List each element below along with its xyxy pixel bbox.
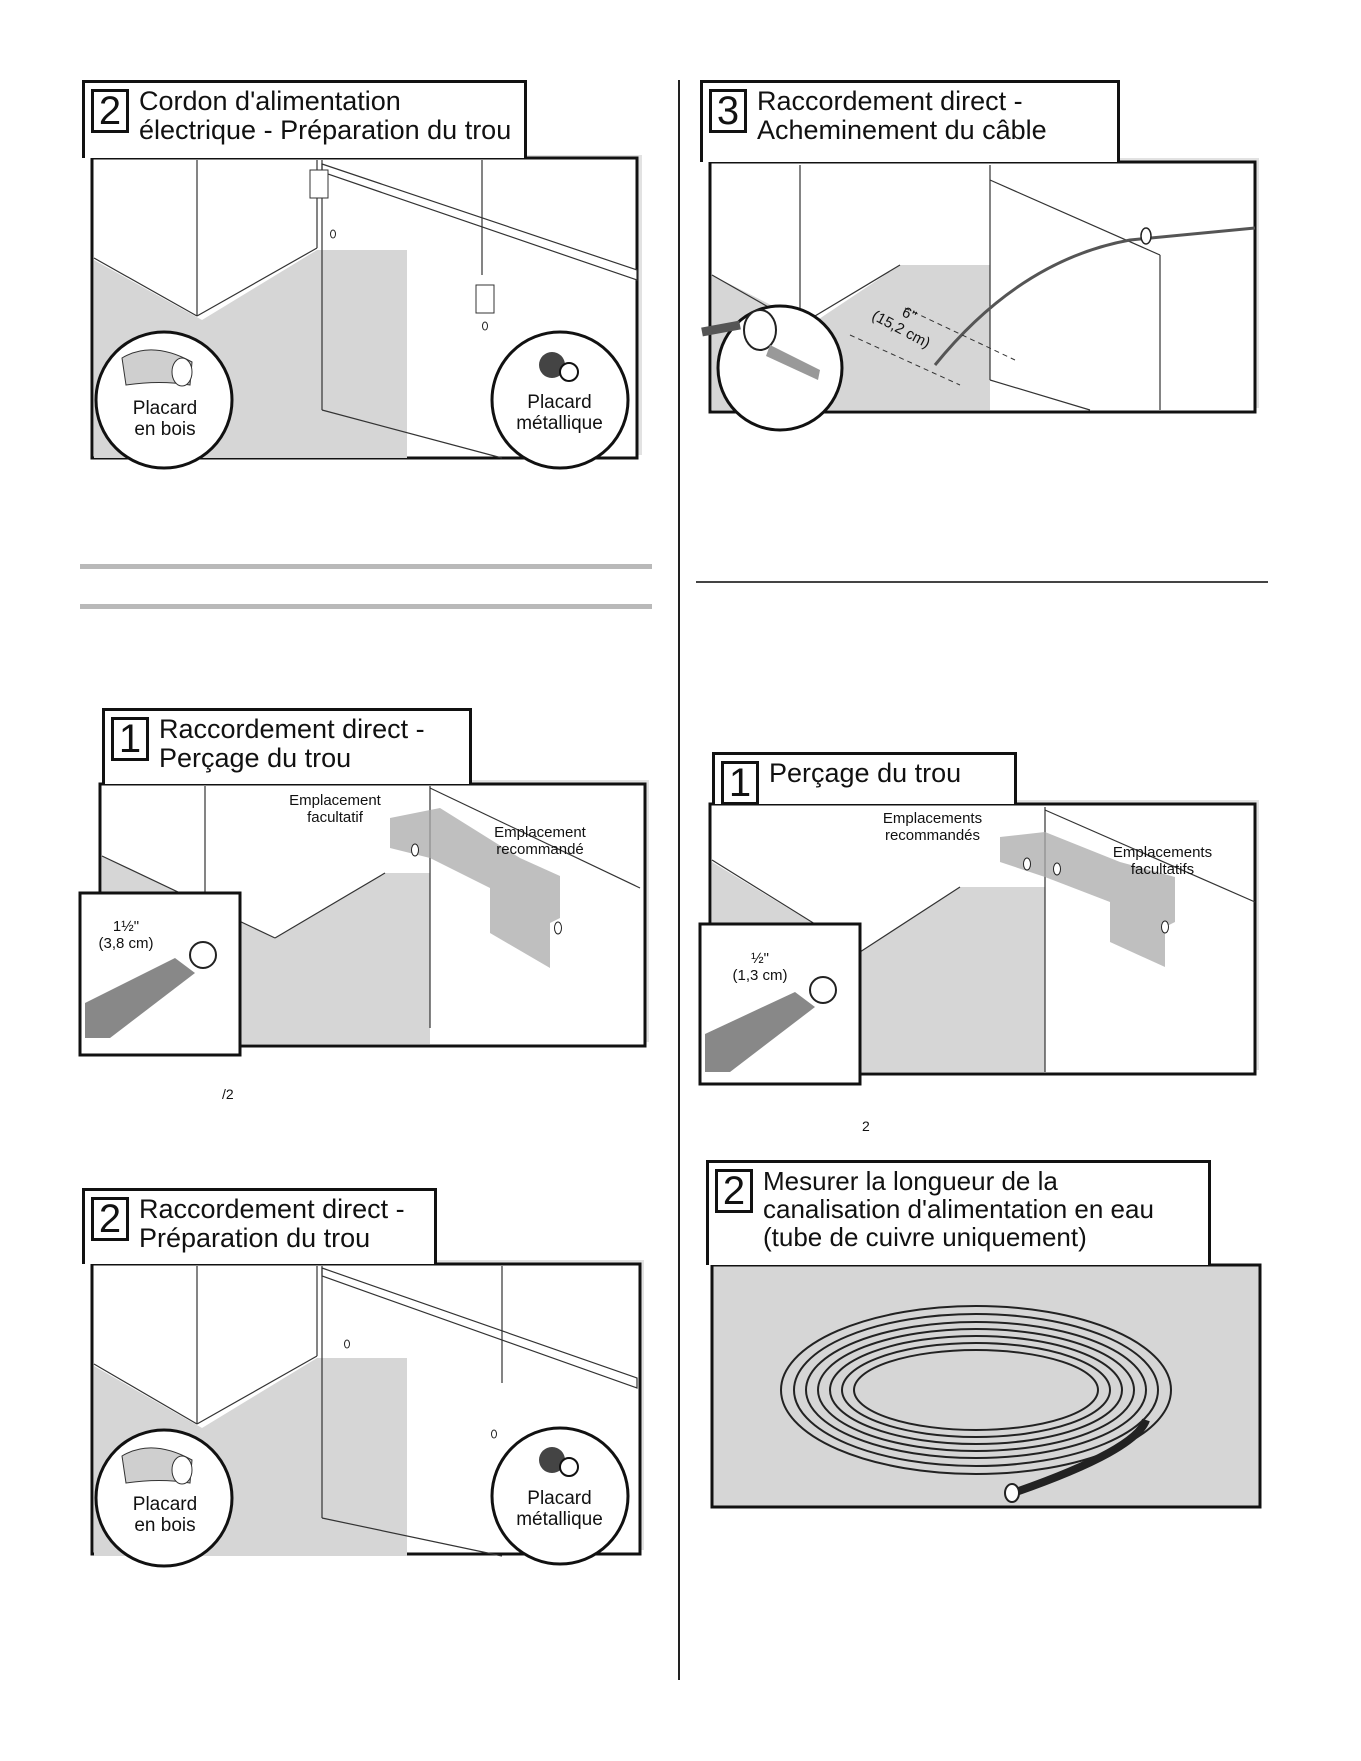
illustration-cable: [701, 158, 1259, 432]
panel-direct-prep-hole: 2 Raccordement direct - Préparation du t…: [82, 1188, 652, 1568]
illustration-cabinets: [90, 155, 642, 470]
step-number: 3: [709, 89, 747, 133]
panel-header: 3 Raccordement direct - Acheminement du …: [700, 80, 1120, 162]
step-number: 1: [721, 761, 759, 805]
panel-title: Cordon d'alimentation électrique - Prépa…: [139, 86, 512, 145]
step-number: 1: [111, 717, 149, 761]
label-metal-cabinet: Placard métallique: [516, 1488, 603, 1530]
panel-header: 1 Perçage du trou: [712, 752, 1017, 805]
step-number: 2: [715, 1169, 753, 1213]
panel-header: 1 Raccordement direct - Perçage du trou: [102, 708, 472, 784]
step-number: 2: [91, 1197, 129, 1241]
drill-bit-size: ½" (1,3 cm): [732, 950, 788, 984]
panel-header: 2 Raccordement direct - Préparation du t…: [82, 1188, 437, 1264]
label-wood-cabinet: Placard en bois: [132, 1494, 198, 1536]
illustration-drill-small: [698, 800, 1259, 1086]
step-number: 2: [91, 89, 129, 133]
callout-recommended-locations: Emplacements recommandés: [882, 810, 983, 844]
panel-cable-routing: 3 Raccordement direct - Acheminement du …: [700, 80, 1260, 432]
section-rule-right: [696, 581, 1268, 583]
superscript-fragment: 2: [862, 1118, 870, 1134]
panel-drill-hole: 1 Perçage du trou Emplacements recommand…: [698, 752, 1270, 1092]
column-divider: [678, 80, 680, 1680]
fraction-fragment: /2: [222, 1086, 234, 1102]
illustration-cabinets-2: [90, 1260, 644, 1568]
panel-title: Raccordement direct - Acheminement du câ…: [757, 86, 1047, 145]
section-rule-top: [80, 564, 652, 569]
panel-header: 2 Mesurer la longueur de la canalisation…: [706, 1160, 1211, 1265]
label-metal-cabinet: Placard métallique: [516, 392, 603, 434]
panel-title: Mesurer la longueur de la canalisation d…: [763, 1166, 1154, 1252]
panel-power-cord-hole: 2 Cordon d'alimentation électrique - Pré…: [82, 80, 647, 470]
panel-direct-drill: 1 Raccordement direct - Perçage du trou …: [78, 708, 650, 1058]
callout-optional-locations: Emplacements facultatifs: [1112, 844, 1213, 878]
callout-recommended-location: Emplacement recommandé: [494, 824, 586, 858]
callout-optional-location: Emplacement facultatif: [289, 792, 381, 826]
label-wood-cabinet: Placard en bois: [132, 398, 198, 440]
section-rule-bottom: [80, 604, 652, 609]
illustration-drill-large: [78, 780, 649, 1057]
panel-title: Raccordement direct - Préparation du tro…: [139, 1194, 405, 1253]
panel-copper-tube: 2 Mesurer la longueur de la canalisation…: [706, 1160, 1266, 1520]
illustration-copper-coil: [710, 1263, 1262, 1509]
panel-title: Perçage du trou: [769, 758, 962, 788]
panel-header: 2 Cordon d'alimentation électrique - Pré…: [82, 80, 527, 158]
drill-bit-size: 1½" (3,8 cm): [98, 918, 154, 952]
panel-title: Raccordement direct - Perçage du trou: [159, 714, 425, 773]
